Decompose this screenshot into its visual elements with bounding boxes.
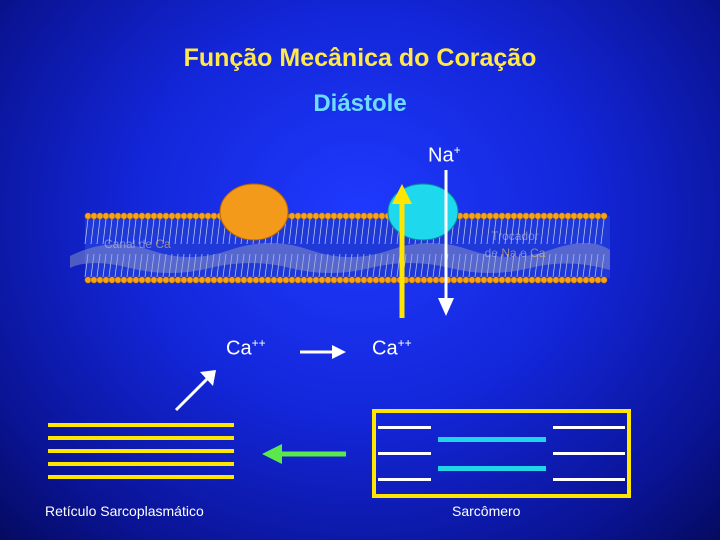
slide-subtitle: Diástole: [313, 90, 407, 117]
sarcomere-label: Sarcômero: [452, 503, 521, 519]
reticulum-label: Retículo Sarcoplasmático: [45, 503, 204, 519]
calcium-channel: [219, 183, 289, 241]
ca-uptake-arrow: [174, 370, 216, 412]
na-influx-arrow: [438, 170, 454, 316]
ca-efflux-arrow: [392, 184, 412, 318]
ca-reuptake-arrow: [262, 444, 346, 464]
membrane-tails: [84, 218, 605, 278]
calcium-ion-label-left: Ca++: [226, 336, 266, 360]
exchanger-label: Trocador de Na e Ca: [484, 229, 546, 260]
sarcoplasmic-reticulum: [48, 423, 234, 479]
slide-title: Função Mecânica do Coração: [183, 44, 537, 72]
membrane-bottom-heads: [84, 276, 608, 284]
calcium-ion-label-right: Ca++: [372, 336, 412, 360]
sarcomere: [372, 409, 631, 498]
membrane-wave: [70, 243, 610, 273]
sodium-ion-label: Na+: [428, 143, 461, 167]
ca-transfer-arrow: [300, 345, 346, 359]
calcium-channel-label: Canal de Ca: [104, 237, 171, 251]
